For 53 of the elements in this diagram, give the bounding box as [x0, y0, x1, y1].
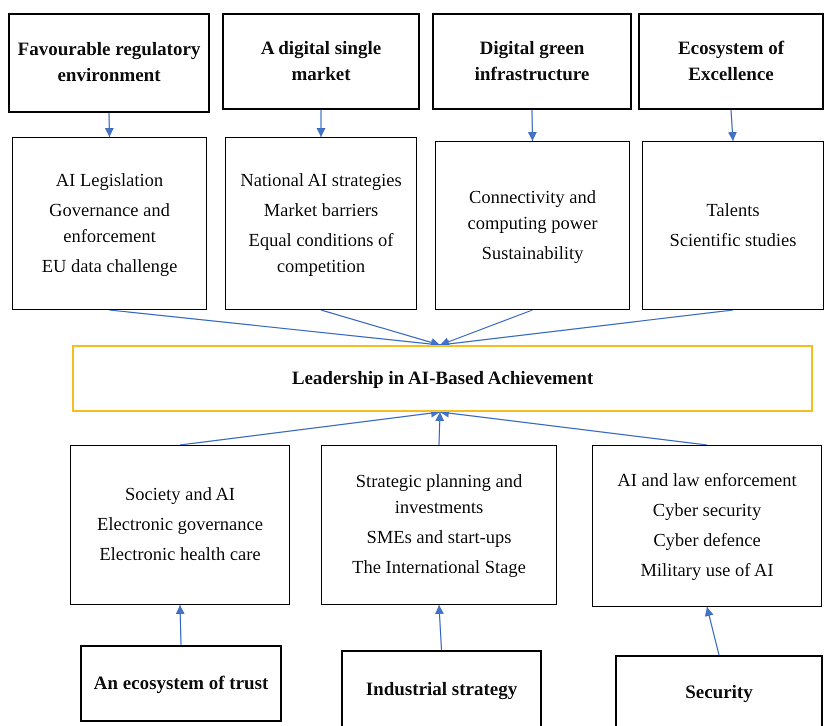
heading-text: Security [685, 680, 753, 704]
arrow [435, 604, 444, 650]
item-text: Scientific studies [670, 230, 796, 252]
item-text: AI and law enforcement [617, 470, 797, 493]
item-text: Leadership in AI-Based Achievement [292, 366, 594, 390]
topic-box [592, 445, 822, 607]
arrow [104, 112, 114, 138]
arrow [528, 110, 537, 142]
item-text: Society and AI [125, 484, 235, 507]
item-text: Cyber security [652, 500, 762, 523]
heading-box [80, 645, 282, 722]
heading-box [222, 13, 420, 110]
topic-box [12, 137, 207, 310]
topic-box [225, 137, 417, 310]
heading-text: Industrial strategy [366, 678, 518, 702]
heading-text: Ecosystem of Excellence [676, 36, 786, 86]
heading-box [8, 13, 210, 113]
item-text: Electronic governance [97, 514, 263, 537]
arrow [728, 110, 737, 142]
topic-box [435, 141, 630, 310]
goal-box [72, 345, 813, 412]
item-text: Sustainability [482, 242, 584, 266]
heading-box [638, 13, 824, 110]
heading-text: Digital green infrastructure [474, 36, 590, 86]
arrow [440, 309, 533, 346]
item-text: Connectivity and computing power [466, 186, 598, 236]
topic-box [70, 445, 290, 605]
item-text: Strategic planning and investments [354, 471, 524, 520]
item-text: Electronic health care [99, 544, 261, 567]
item-text: SMEs and start-ups [366, 527, 512, 550]
heading-box [341, 650, 542, 726]
item-text: AI Legislation [56, 170, 164, 192]
arrow [320, 309, 440, 347]
item-text: EU data challenge [42, 256, 178, 278]
item-text: Governance and enforcement [48, 200, 171, 248]
arrow [176, 604, 185, 646]
item-text: Cyber defence [653, 530, 761, 553]
heading-box [615, 655, 823, 726]
heading-text: Favourable regulatory environment [16, 38, 202, 88]
arrow [704, 606, 720, 656]
topic-box [642, 141, 824, 310]
item-text: National AI strategies [240, 170, 402, 192]
arrow [316, 110, 326, 137]
item-text: Equal conditions of competition [248, 230, 394, 278]
heading-text: A digital single market [260, 36, 382, 86]
arrow [435, 412, 444, 446]
item-text: The International Stage [352, 557, 526, 580]
item-text: Talents [706, 200, 760, 222]
item-text: Market barriers [264, 200, 378, 222]
heading-box [432, 13, 632, 110]
heading-text: An ecosystem of trust [94, 672, 268, 696]
topic-box [321, 445, 557, 605]
item-text: Military use of AI [640, 560, 774, 583]
